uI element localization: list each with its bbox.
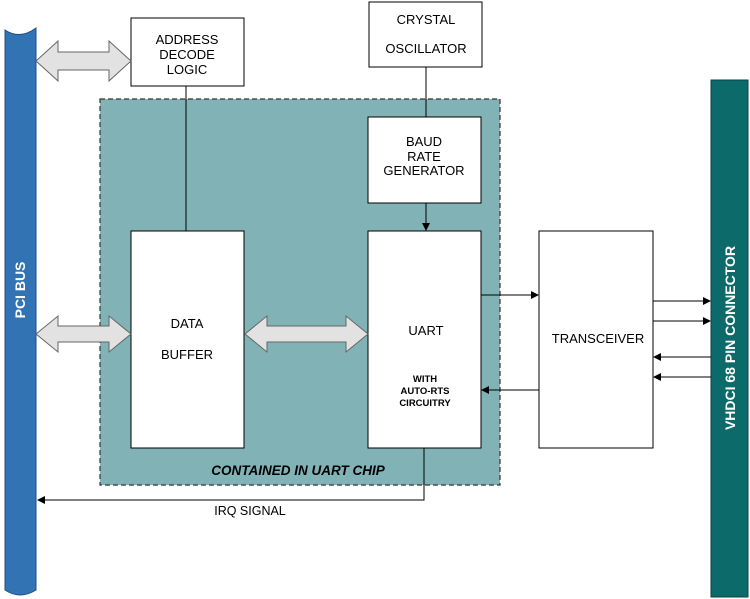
uart-sub3: CIRCUITRY — [399, 398, 451, 409]
baud-line2: RATE — [407, 149, 441, 164]
uart-label: UART — [408, 323, 443, 338]
baud-line1: BAUD — [406, 134, 442, 149]
pci-bus-label: PCI BUS — [12, 262, 28, 319]
uart-sub1: WITH — [413, 374, 437, 385]
address-decode-line1: ADDRESS — [156, 32, 219, 47]
vhdci-connector: VHDCI 68 PIN CONNECTOR — [710, 79, 749, 598]
irq-signal-line — [37, 448, 425, 504]
connector-label: VHDCI 68 PIN CONNECTOR — [722, 246, 738, 430]
address-decode-logic: ADDRESS DECODE LOGIC — [130, 17, 245, 87]
data-buffer-line2: BUFFER — [161, 347, 213, 362]
uart-chip-label: CONTAINED IN UART CHIP — [211, 463, 385, 478]
data-buffer-line1: DATA — [171, 316, 204, 331]
uart-sub2: AUTO-RTS — [401, 386, 450, 397]
buffer-uart-double-arrow — [244, 314, 369, 354]
pci-buffer-double-arrow — [35, 314, 132, 354]
transceiver-label: TRANSCEIVER — [552, 331, 644, 346]
address-decode-line2: DECODE — [159, 47, 215, 62]
baud-rate-generator: BAUD RATE GENERATOR — [367, 116, 482, 204]
crystal-line2: OSCILLATOR — [385, 41, 466, 56]
pci-bus: PCI BUS — [4, 27, 37, 596]
pci-address-double-arrow — [35, 39, 132, 83]
address-decode-line3: LOGIC — [167, 62, 207, 77]
data-buffer: DATA BUFFER — [130, 230, 245, 449]
irq-signal-label: IRQ SIGNAL — [214, 504, 286, 518]
uart-box: UART WITH AUTO-RTS CIRCUITRY — [367, 230, 482, 449]
baud-line3: GENERATOR — [383, 163, 464, 178]
crystal-line1: CRYSTAL — [397, 12, 456, 27]
crystal-oscillator: CRYSTAL OSCILLATOR — [368, 1, 483, 68]
transceiver: TRANSCEIVER — [538, 230, 654, 449]
